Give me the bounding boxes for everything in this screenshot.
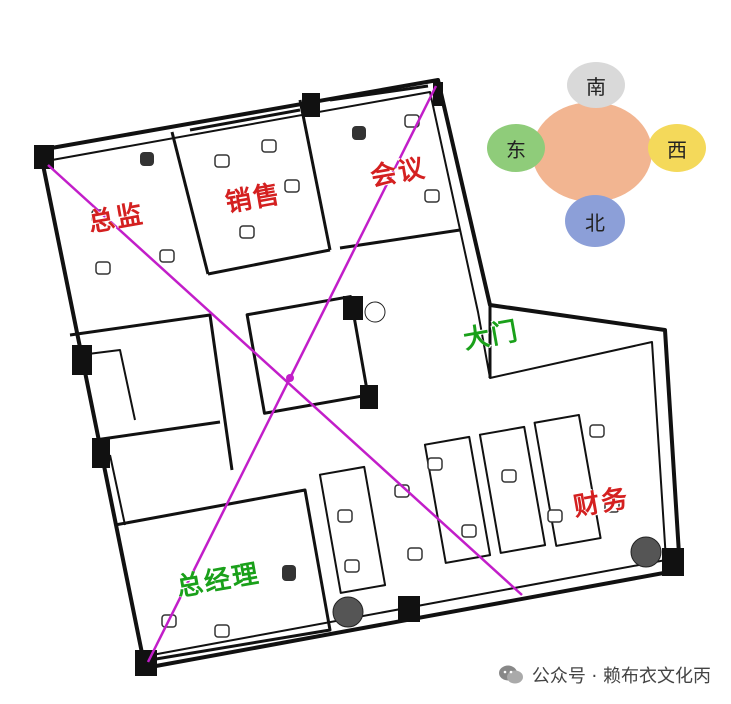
diagonal-line-2 — [146, 85, 438, 663]
diagonal-line-1 — [47, 164, 523, 596]
compass-north: 北 — [565, 195, 625, 247]
compass-west: 西 — [648, 124, 706, 172]
wechat-icon — [498, 664, 524, 686]
center-point — [286, 374, 294, 382]
compass-east: 东 — [487, 124, 545, 172]
compass-south: 南 — [567, 62, 625, 108]
watermark: 公众号 · 赖布衣文化丙 — [498, 662, 711, 688]
watermark-text: 公众号 · 赖布衣文化丙 — [531, 666, 711, 687]
compass-center — [532, 102, 652, 202]
